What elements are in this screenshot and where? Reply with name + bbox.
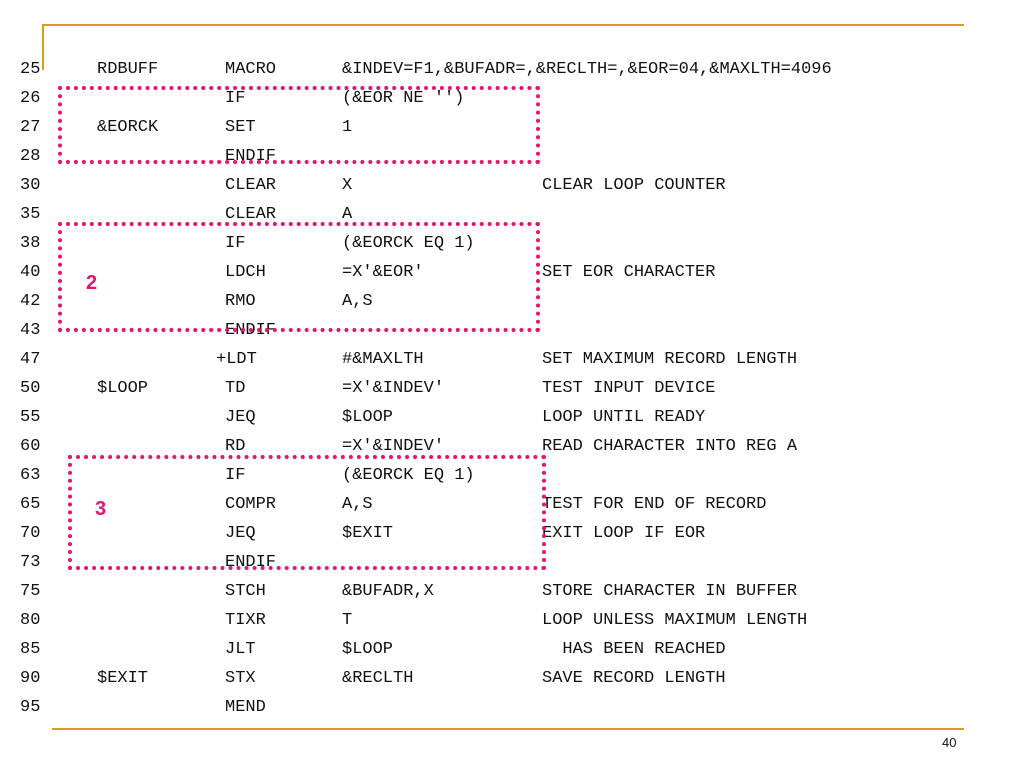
- line-number: 42: [20, 292, 41, 311]
- operand-field: #&MAXLTH: [342, 350, 424, 369]
- comment-field: SET EOR CHARACTER: [542, 263, 716, 282]
- line-number: 70: [20, 524, 41, 543]
- comment-field: CLEAR LOOP COUNTER: [542, 176, 726, 195]
- line-number: 65: [20, 495, 41, 514]
- line-number: 43: [20, 321, 41, 340]
- operand-field: $LOOP: [342, 640, 394, 659]
- opcode-field: JEQ: [225, 408, 256, 427]
- comment-field: TEST INPUT DEVICE: [542, 379, 716, 398]
- comment-field: HAS BEEN REACHED: [542, 640, 726, 659]
- line-number: 47: [20, 350, 41, 369]
- opcode-field: TIXR: [225, 611, 266, 630]
- opcode-field: STCH: [225, 582, 266, 601]
- opcode-field: RD: [225, 437, 246, 456]
- line-number: 35: [20, 205, 41, 224]
- comment-field: SET MAXIMUM RECORD LENGTH: [542, 350, 798, 369]
- operand-field: (&EORCK EQ 1): [342, 466, 475, 485]
- line-number: 40: [20, 263, 41, 282]
- label-field: RDBUFF: [97, 60, 159, 79]
- opcode-field: MEND: [225, 698, 266, 717]
- opcode-field: STX: [225, 669, 256, 688]
- label-field: &EORCK: [97, 118, 159, 137]
- opcode-field: +LDT: [216, 350, 257, 369]
- line-number: 38: [20, 234, 41, 253]
- comment-field: STORE CHARACTER IN BUFFER: [542, 582, 798, 601]
- line-number: 85: [20, 640, 41, 659]
- comment-field: LOOP UNLESS MAXIMUM LENGTH: [542, 611, 808, 630]
- top-rule: [42, 24, 964, 26]
- opcode-field: JLT: [225, 640, 256, 659]
- opcode-field: IF: [225, 234, 246, 253]
- bottom-rule: [52, 728, 964, 730]
- line-number: 63: [20, 466, 41, 485]
- opcode-field: IF: [225, 89, 246, 108]
- operand-field: A: [342, 205, 353, 224]
- line-number: 28: [20, 147, 41, 166]
- label-field: $LOOP: [97, 379, 149, 398]
- operand-field: &BUFADR,X: [342, 582, 434, 601]
- opcode-field: RMO: [225, 292, 256, 311]
- left-rule: [42, 24, 44, 70]
- operand-field: =X'&INDEV': [342, 379, 445, 398]
- comment-field: TEST FOR END OF RECORD: [542, 495, 767, 514]
- opcode-field: IF: [225, 466, 246, 485]
- page-number: 40: [942, 735, 957, 750]
- opcode-field: CLEAR: [225, 205, 277, 224]
- box-label-2: 2: [86, 272, 98, 294]
- line-number: 25: [20, 60, 41, 79]
- opcode-field: LDCH: [225, 263, 266, 282]
- comment-field: READ CHARACTER INTO REG A: [542, 437, 798, 456]
- opcode-field: MACRO: [225, 60, 277, 79]
- operand-field: A,S: [342, 495, 373, 514]
- operand-field: =X'&INDEV': [342, 437, 445, 456]
- operand-field: $EXIT: [342, 524, 394, 543]
- line-number: 30: [20, 176, 41, 195]
- label-field: $EXIT: [97, 669, 149, 688]
- operand-field: (&EOR NE ''): [342, 89, 465, 108]
- box-label-3: 3: [95, 498, 107, 520]
- operand-field: X: [342, 176, 353, 195]
- opcode-field: CLEAR: [225, 176, 277, 195]
- line-number: 50: [20, 379, 41, 398]
- highlight-box-3: [68, 455, 546, 570]
- line-number: 26: [20, 89, 41, 108]
- line-number: 73: [20, 553, 41, 572]
- highlight-box-1: [58, 86, 540, 164]
- line-number: 75: [20, 582, 41, 601]
- operand-field: A,S: [342, 292, 373, 311]
- operand-field: (&EORCK EQ 1): [342, 234, 475, 253]
- operand-field: =X'&EOR': [342, 263, 424, 282]
- highlight-box-2: [58, 222, 540, 332]
- comment-field: LOOP UNTIL READY: [542, 408, 706, 427]
- line-number: 55: [20, 408, 41, 427]
- opcode-field: SET: [225, 118, 256, 137]
- opcode-field: TD: [225, 379, 246, 398]
- opcode-field: COMPR: [225, 495, 277, 514]
- macro-listing: 25 RDBUFF MACRO&INDEV=F1,&BUFADR=,&RECLTH=…: [20, 59, 1010, 719]
- opcode-field: JEQ: [225, 524, 256, 543]
- operand-field: $LOOP: [342, 408, 394, 427]
- line-number: 80: [20, 611, 41, 630]
- line-number: 95: [20, 698, 41, 717]
- line-number: 27: [20, 118, 41, 137]
- line-number: 60: [20, 437, 41, 456]
- operand-field: &RECLTH: [342, 669, 414, 688]
- comment-field: SAVE RECORD LENGTH: [542, 669, 726, 688]
- operand-field: T: [342, 611, 353, 630]
- operand-field: &INDEV=F1,&BUFADR=,&RECLTH=,&EOR=04,&MAX…: [342, 60, 832, 79]
- comment-field: EXIT LOOP IF EOR: [542, 524, 706, 543]
- line-number: 90: [20, 669, 41, 688]
- operand-field: 1: [342, 118, 353, 137]
